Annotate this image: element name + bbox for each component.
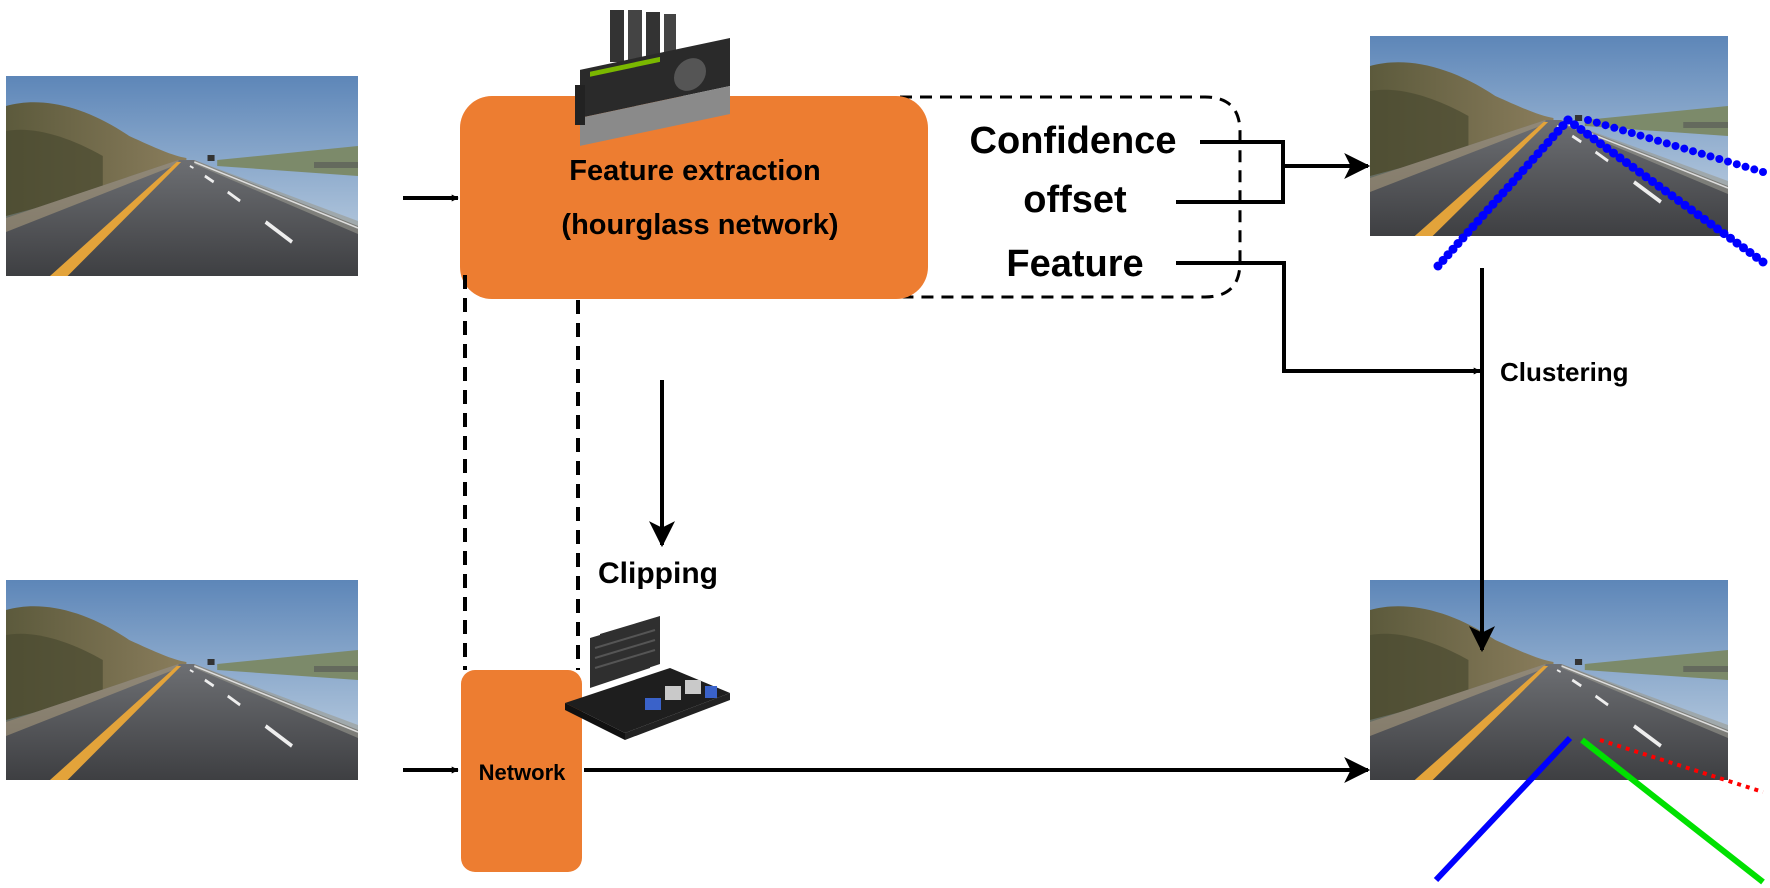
- clipping-label: Clipping: [598, 557, 718, 590]
- lane-point: [1628, 162, 1638, 172]
- lane-point: [1739, 243, 1748, 253]
- hourglass-network-label: (hourglass network): [561, 209, 838, 241]
- lane-point: [1619, 126, 1627, 135]
- offset-label: offset: [1023, 179, 1127, 221]
- lane-point: [1609, 148, 1618, 158]
- lane-point: [1589, 134, 1599, 144]
- lane-point: [1662, 139, 1671, 148]
- lane-point: [1752, 252, 1761, 262]
- lane-point: [1693, 210, 1703, 220]
- network-block: [461, 670, 582, 872]
- lane-point: [1654, 136, 1662, 145]
- gpu-graphics-card-icon: [575, 10, 730, 146]
- lane-point: [1674, 196, 1683, 205]
- lane-point: [1583, 129, 1592, 139]
- lane-point: [1726, 233, 1735, 243]
- output-points-image: [1368, 34, 1768, 271]
- lane-line: [1580, 737, 1765, 885]
- lane-point: [1667, 191, 1677, 201]
- lane-point: [1610, 123, 1619, 132]
- output-region-dashed-box: [900, 95, 1242, 299]
- lane-point: [1700, 214, 1709, 224]
- lane-point: [1741, 162, 1750, 171]
- lane-point: [1576, 125, 1586, 134]
- lane-point: [1680, 200, 1690, 210]
- lane-point: [1697, 149, 1706, 158]
- lane-point: [1601, 121, 1610, 130]
- jetson-board-icon: [565, 616, 730, 740]
- lane-line: [1433, 735, 1573, 883]
- lane-point: [1627, 129, 1636, 137]
- lane-point: [1758, 257, 1768, 267]
- confidence-offset-merge: [1176, 140, 1371, 204]
- network-label: Network: [479, 760, 567, 785]
- lane-point: [1706, 219, 1716, 229]
- lane-point: [1732, 238, 1742, 248]
- lane-point: [1596, 139, 1605, 149]
- lane-point: [1759, 168, 1767, 176]
- lane-point: [1592, 118, 1601, 127]
- lane-line: [1599, 738, 1764, 794]
- lane-point: [1689, 147, 1697, 156]
- input-road-image-top: [4, 74, 360, 278]
- lane-point: [1724, 157, 1732, 166]
- lane-point: [1641, 172, 1651, 182]
- lane-point: [1713, 224, 1722, 234]
- predicted-lane-points: [1433, 115, 1768, 271]
- lane-point: [1680, 144, 1689, 153]
- lane-point: [1732, 160, 1741, 169]
- feature-extraction-block: [460, 96, 928, 299]
- lane-point: [1654, 181, 1664, 191]
- lane-point: [1584, 116, 1592, 124]
- lane-point: [1648, 177, 1657, 186]
- lane-point: [1671, 142, 1680, 150]
- lane-point: [1661, 186, 1670, 196]
- lane-point: [1636, 131, 1645, 140]
- feature-extraction-label: Feature extraction: [569, 155, 820, 187]
- confidence-label: Confidence: [970, 120, 1177, 162]
- lane-point: [1750, 165, 1759, 174]
- clustering-label: Clustering: [1500, 357, 1629, 387]
- lane-point: [1615, 153, 1625, 163]
- lane-point: [1622, 158, 1631, 168]
- input-road-image-bottom: [4, 578, 360, 782]
- lane-point: [1706, 152, 1715, 161]
- output-lanes-image: [1368, 578, 1765, 885]
- lane-point: [1745, 248, 1755, 257]
- lane-point: [1563, 115, 1573, 125]
- feature-label: Feature: [1006, 243, 1143, 285]
- lane-point: [1570, 120, 1579, 130]
- arrow-feature-to-clustering: [1176, 261, 1481, 375]
- lane-point: [1602, 143, 1612, 153]
- lane-point: [1687, 205, 1696, 215]
- lane-point: [1715, 155, 1724, 163]
- lane-point: [1635, 167, 1644, 177]
- clustered-lane-lines: [1433, 735, 1765, 885]
- lane-point: [1645, 134, 1654, 143]
- lane-point: [1719, 229, 1729, 239]
